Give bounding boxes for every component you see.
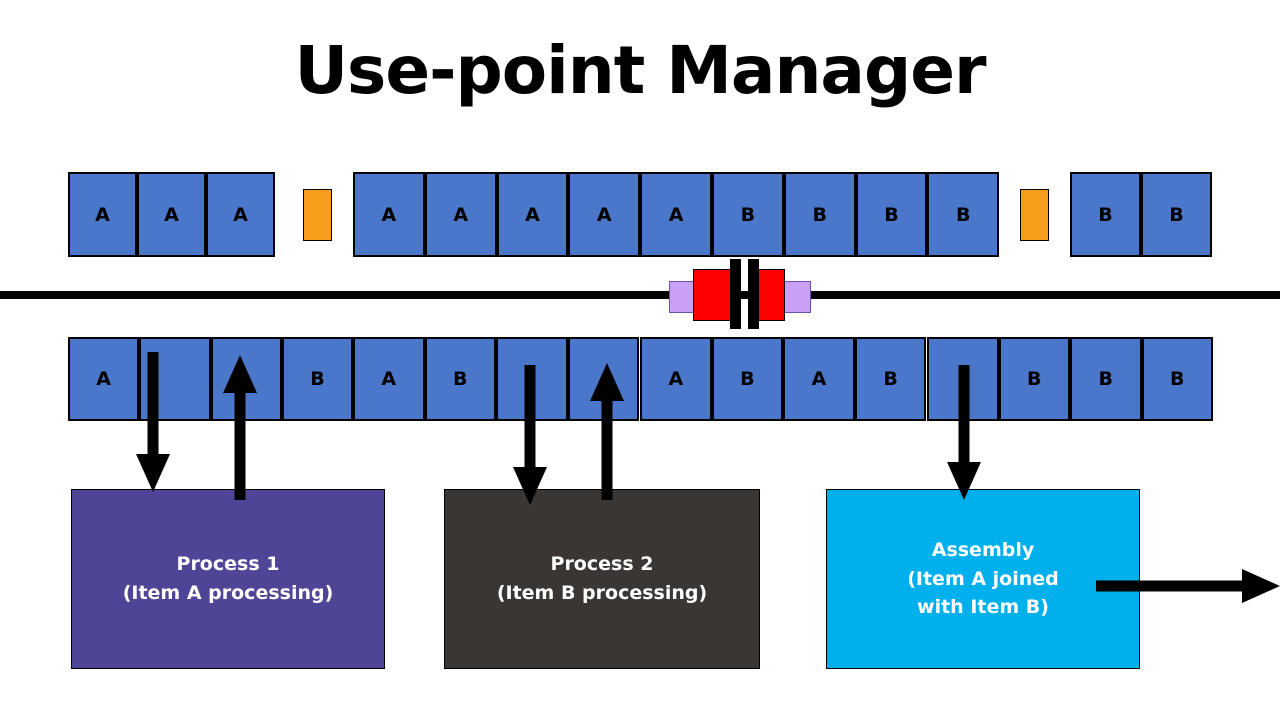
item-block[interactable]: A [353,172,425,257]
item-block[interactable]: A [640,172,712,257]
item-block[interactable]: B [1070,337,1142,421]
process-2-box[interactable]: Process 2 (Item B processing) [444,489,760,669]
item-block[interactable]: A [353,337,425,421]
arrow-up-from-process-1 [223,355,257,500]
item-block[interactable]: B [1141,337,1213,421]
arrow-down-to-process-2 [513,365,547,505]
item-block[interactable]: A [424,172,497,257]
item-block[interactable]: B [281,337,354,421]
arrow-down-to-assembly [947,365,981,500]
item-block[interactable]: B [927,172,1000,257]
conveyor-track-line [0,291,1280,299]
gate-bar-1[interactable] [730,259,741,329]
item-block[interactable]: B [424,337,496,421]
assembly-box-label: Assembly (Item A joined with Item B) [907,538,1059,619]
arrow-up-from-process-2 [590,363,624,500]
item-block[interactable]: A [68,172,137,257]
item-block[interactable]: B [783,172,856,257]
gate-pad-right[interactable] [781,281,811,313]
item-block[interactable]: A [206,172,275,257]
item-block[interactable]: B [1070,172,1141,257]
item-block[interactable]: B [1141,172,1212,257]
process-1-box[interactable]: Process 1 (Item A processing) [71,489,385,669]
item-block[interactable]: A [640,337,712,421]
item-block[interactable]: A [496,172,569,257]
kanban-card-1[interactable] [303,189,332,241]
assembly-box[interactable]: Assembly (Item A joined with Item B) [826,489,1140,669]
item-block[interactable]: B [712,172,784,257]
item-block[interactable]: A [68,337,140,421]
item-block[interactable]: A [783,337,855,421]
item-block[interactable]: A [137,172,206,257]
item-block[interactable]: A [568,172,641,257]
item-block[interactable]: B [854,337,927,421]
kanban-card-2[interactable] [1020,189,1049,241]
arrow-output-right [1096,569,1280,603]
page-title: Use-point Manager [294,32,986,109]
gate-bar-2[interactable] [748,259,759,329]
process-2-box-label: Process 2 (Item B processing) [496,553,708,604]
process-1-box-label: Process 1 (Item A processing) [122,553,334,604]
item-block[interactable]: B [711,337,784,421]
arrow-down-to-process-1 [136,352,170,492]
item-block[interactable]: B [855,172,928,257]
item-block[interactable]: B [998,337,1070,421]
